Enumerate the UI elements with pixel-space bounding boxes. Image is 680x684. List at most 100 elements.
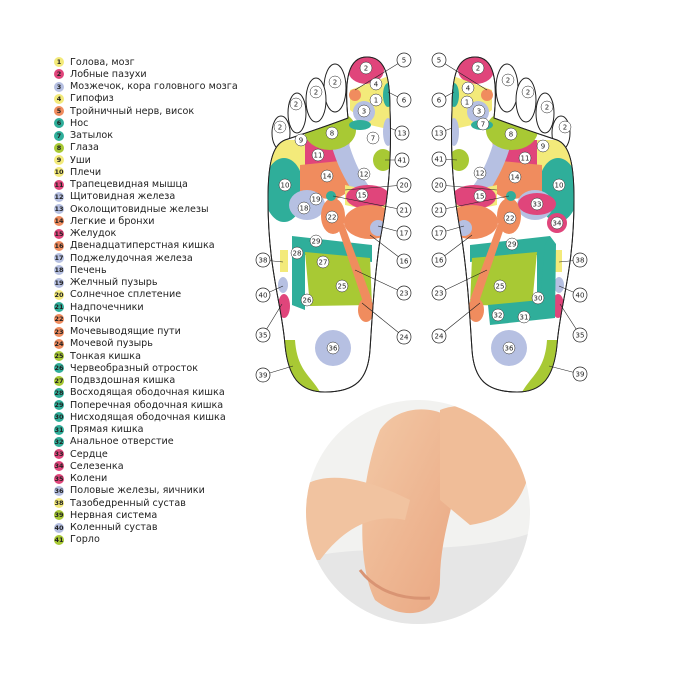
legend-number-badge: 41 [54,534,64,545]
zone-number-label: 16 [431,252,447,268]
legend-label: Трапецевидная мышца [70,179,188,191]
zone-number: 23 [435,290,444,298]
zone-number-label: 21 [396,202,412,218]
zone-number: 29 [312,238,321,246]
legend-label: Околощитовидные железы [70,203,209,215]
zone-number: 10 [555,182,564,190]
legend-item: 8 Глаза [54,142,238,154]
zone-number-label: 36 [326,341,340,355]
legend-number-badge: 36 [54,485,64,496]
legend-number-badge: 38 [54,498,64,509]
zone-number-label: 9 [536,139,550,153]
legend-number-badge: 3 [54,81,64,92]
zone-number-label: 24 [396,329,412,345]
zone-number: 24 [435,333,444,341]
zone-number: 17 [435,230,444,238]
zone-number-label: 23 [396,285,412,301]
legend-number-badge: 34 [54,461,64,472]
legend-number-badge: 35 [54,473,64,484]
legend-label: Анальное отверстие [70,436,174,448]
legend-label: Червеобразный отросток [70,362,199,374]
zone-number-label: 24 [431,328,447,344]
zone-number: 2 [314,89,318,97]
legend-label: Подвздошная кишка [70,375,176,387]
zone-number: 5 [437,57,441,65]
hand-left-photo [306,477,410,560]
zone-number-label: 2 [273,120,287,134]
legend-label: Надпочечники [70,301,144,313]
legend-label: Глаза [70,142,99,154]
zone-number: 36 [329,345,338,353]
zone-number: 11 [314,152,323,160]
zone-number: 2 [364,65,368,73]
zone-number: 16 [435,257,444,265]
zone-number-label: 39 [255,367,271,383]
zone-number-label: 11 [518,151,532,165]
zone-number: 2 [545,104,549,112]
zone-number: 12 [360,171,369,179]
zone-number: 21 [400,207,409,215]
zone-number-label: 5 [431,52,447,68]
zone-number: 39 [576,371,585,379]
legend-number-badge: 1 [54,57,64,68]
zone-number: 11 [521,155,530,163]
legend-number-badge: 27 [54,375,64,386]
legend-label: Двенадцатиперстная кишка [70,240,215,252]
zone-number: 8 [509,131,513,139]
zone-number: 27 [319,259,328,267]
legend-item: 35 Колени [54,473,238,485]
legend-number-badge: 21 [54,302,64,313]
zone-number: 6 [437,97,442,105]
zone-number-label: 16 [396,253,412,269]
legend-label: Селезенка [70,460,124,472]
zone-number: 2 [294,101,298,109]
zone-number: 2 [476,65,480,73]
leader-line [438,184,498,191]
legend-label: Мочевыводящие пути [70,326,181,338]
legend-number-badge: 6 [54,118,64,129]
zone-number-label: 4 [461,81,475,95]
zone-number-label: 32 [491,308,505,322]
zone-number: 3 [477,108,481,116]
legend-label: Нервная система [70,509,158,521]
zone-number-label: 2 [359,61,373,75]
legend-number-badge: 8 [54,142,64,153]
zone-number-label: 13 [394,125,410,141]
leader-line [438,269,488,294]
zone-number-label: 19 [309,192,323,206]
zone-number: 13 [435,130,444,138]
zone-number-label: 17 [396,225,412,241]
legend-number-badge: 9 [54,155,64,166]
zone-number-label: 39 [572,366,588,382]
legend-number-badge: 30 [54,412,64,423]
legend-label: Колени [70,473,108,485]
zone-number: 6 [402,97,407,105]
legend-label: Голова, мозг [70,56,135,68]
zone-number: 1 [465,99,469,107]
zone-number: 14 [323,173,332,181]
zone-number-label: 38 [255,252,271,268]
zone-number: 36 [505,345,514,353]
zone-number: 14 [511,174,520,182]
zone-number-label: 18 [297,201,311,215]
